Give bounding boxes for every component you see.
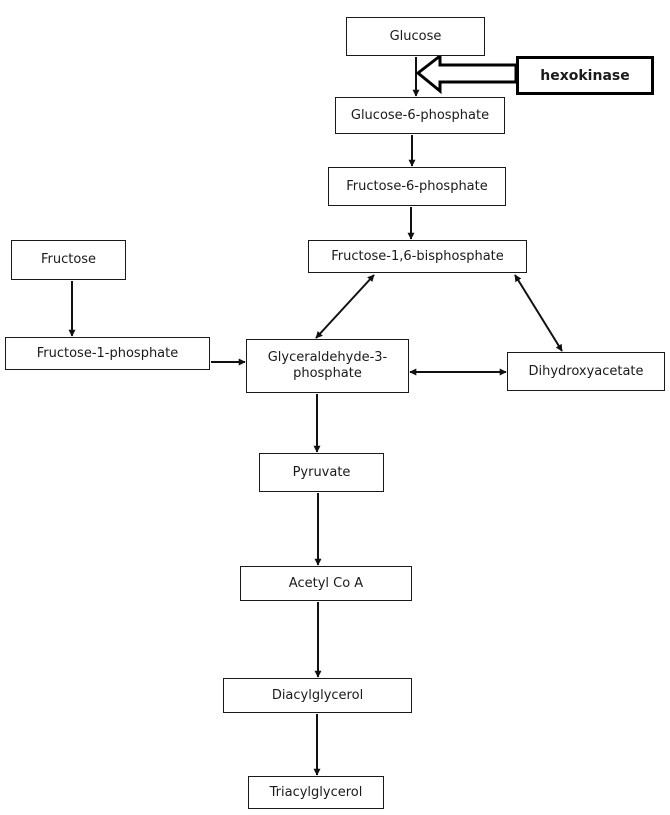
node-triacylglycerol: Triacylglycerol [248,776,384,809]
node-fructose-1-6-bisphosphate: Fructose-1,6-bisphosphate [308,240,527,273]
node-hexokinase: hexokinase [516,56,654,95]
node-glyceraldehyde-3-phosphate: Glyceraldehyde-3- phosphate [246,339,409,393]
node-dihydroxyacetate: Dihydroxyacetate [507,352,665,391]
node-glucose-6-phosphate: Glucose-6-phosphate [335,97,505,134]
arrow-fructose-1-6-bisphosphate-to-dihydroxyacetate [514,274,563,352]
node-pyruvate: Pyruvate [259,453,384,492]
node-glucose: Glucose [346,17,485,56]
node-diacylglycerol: Diacylglycerol [223,678,412,713]
node-fructose: Fructose [11,240,126,280]
node-fructose-6-phosphate: Fructose-6-phosphate [328,167,506,206]
hexokinase-block-arrow [415,52,518,95]
node-acetyl-coa: Acetyl Co A [240,566,412,601]
arrow-fructose-1-6-bisphosphate-to-glyceraldehyde-3-phosphate [315,274,375,339]
node-fructose-1-phosphate: Fructose-1-phosphate [5,337,210,370]
